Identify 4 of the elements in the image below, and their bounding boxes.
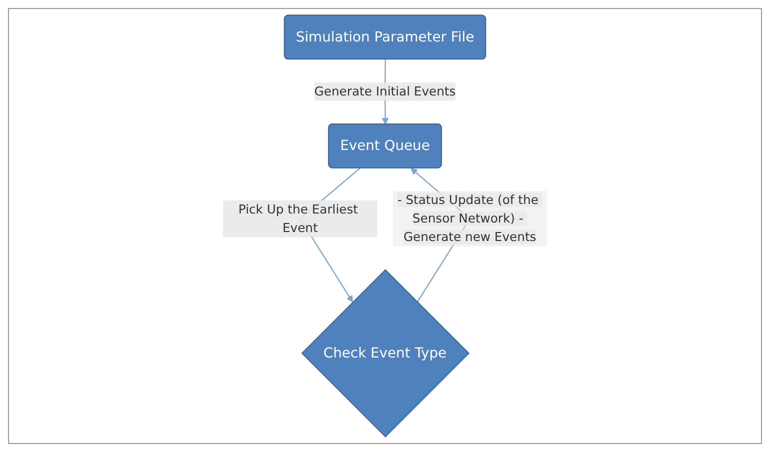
edge-label: Pick Up the Earliest Event — [238, 202, 358, 235]
node-diamond: Check Event Type — [301, 269, 470, 438]
edge-label: - Status Update (of the Sensor Network) - Generate new Events — [397, 192, 538, 244]
edge-label: Generate Initial Events — [314, 84, 456, 98]
